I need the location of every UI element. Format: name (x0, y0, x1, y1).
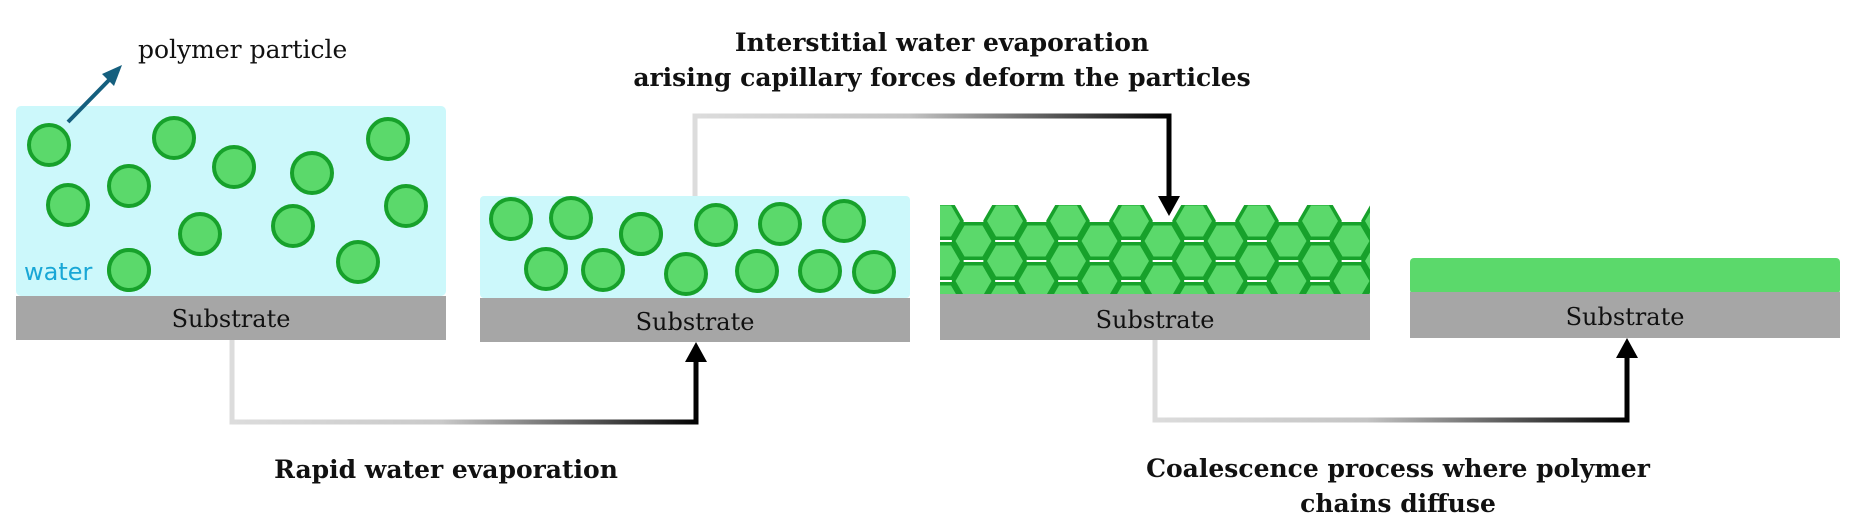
deformed-particle (1235, 205, 1279, 241)
substrate-label: Substrate (172, 305, 291, 333)
substrate-label: Substrate (636, 308, 755, 336)
deformed-particle (1112, 281, 1150, 295)
deformed-particle (1298, 205, 1342, 241)
particles-stage-1 (27, 116, 428, 292)
polymer-particle (758, 202, 802, 246)
deformed-particle (951, 261, 996, 295)
deformed-particle (1361, 205, 1370, 237)
deformed-particle (951, 221, 996, 261)
step-2-caption-line-1: Interstitial water evaporation (735, 28, 1149, 57)
deformed-particle (1140, 261, 1185, 295)
polymer-particle (178, 212, 222, 256)
polymer-particle (212, 145, 256, 189)
polymer-particle (366, 117, 410, 161)
deformed-particle (1175, 281, 1213, 295)
step-3-caption-line-1: Coalescence process where polymer (1146, 454, 1651, 483)
deformed-particle (1298, 241, 1342, 281)
deformed-particle (1329, 261, 1370, 295)
polymer-particle (852, 250, 896, 294)
arrow-step-1-head (685, 342, 707, 362)
substrate (480, 298, 910, 342)
polymer-film (1410, 258, 1840, 294)
deformed-particle (1266, 221, 1311, 261)
arrow-step-3-line (1152, 340, 1630, 423)
polymer-particle (664, 252, 708, 296)
deformed-particle (1049, 281, 1087, 295)
polymer-particle (489, 197, 533, 241)
polymer-particle (152, 116, 196, 160)
deformed-particle (1014, 221, 1059, 261)
polymer-particle (798, 249, 842, 293)
substrate-label: Substrate (1566, 303, 1685, 331)
deformed-particle (1046, 205, 1090, 241)
polymer-particle (549, 196, 593, 240)
polymer-particle (107, 164, 151, 208)
polymer-particle (27, 123, 71, 167)
deformed-particle (983, 241, 1027, 281)
deformed-particle (986, 281, 1024, 295)
deformed-particle (1301, 281, 1339, 295)
stage-4-film: Substrate (1410, 258, 1840, 338)
deformed-particle (1109, 205, 1153, 241)
deformed-particle (940, 281, 961, 295)
deformed-particle (1203, 261, 1248, 295)
polymer-particle (524, 247, 568, 291)
arrow-step-3 (1152, 338, 1638, 423)
deformed-particle (1235, 241, 1279, 281)
water-layer (16, 106, 446, 296)
deformed-particle (1361, 245, 1370, 277)
pointer-arrow-line (66, 75, 114, 124)
particles-stage-2 (489, 196, 896, 296)
polymer-particle (619, 212, 663, 256)
water-label: water (24, 258, 93, 286)
deformed-particle (1172, 241, 1216, 281)
deformed-particle (940, 241, 964, 281)
substrate (16, 296, 446, 340)
stage-1-dispersion: water Substrate (16, 106, 446, 340)
deformed-particle (1014, 261, 1059, 295)
arrow-step-2-head (1158, 196, 1180, 216)
deformed-particle (940, 205, 964, 241)
stage-3-deformed: Substrate (940, 205, 1370, 340)
polymer-particle (271, 204, 315, 248)
step-1-caption: Rapid water evaporation (274, 455, 618, 484)
arrow-step-1 (229, 340, 707, 425)
substrate (940, 294, 1370, 340)
deformed-particle (983, 205, 1027, 241)
deformed-particle (1046, 241, 1090, 281)
polymer-particle (336, 240, 380, 284)
deformed-particle (1109, 241, 1153, 281)
arrow-step-2 (692, 113, 1180, 216)
arrow-step-2-line (692, 113, 1172, 204)
polymer-particle (46, 183, 90, 227)
polymer-particle (107, 248, 151, 292)
deformed-particle (1364, 285, 1370, 295)
deformed-particle (1077, 261, 1122, 295)
deformed-particle (1203, 221, 1248, 261)
polymer-particle (290, 151, 334, 195)
substrate (1410, 292, 1840, 338)
stage-2-concentrated: Substrate (480, 196, 910, 342)
arrow-step-3-head (1616, 338, 1638, 358)
pointer-arrow-head (102, 65, 122, 86)
substrate-label: Substrate (1096, 306, 1215, 334)
arrow-step-1-line (229, 340, 699, 425)
deformed-particle (1238, 281, 1276, 295)
deformed-particle (1266, 261, 1311, 295)
deformed-particles (940, 205, 1370, 295)
polymer-particle (581, 248, 625, 292)
deformed-particle (1140, 221, 1185, 261)
step-3-caption-line-2: chains diffuse (1300, 489, 1496, 518)
polymer-particle-pointer: polymer particle (66, 35, 347, 124)
deformed-particle (1172, 205, 1216, 241)
step-2-caption-line-2: arising capillary forces deform the part… (633, 63, 1250, 92)
polymer-particle (735, 249, 779, 293)
deformed-particle (1329, 221, 1370, 261)
deformed-particle (1077, 221, 1122, 261)
polymer-particle (694, 203, 738, 247)
polymer-particle-label: polymer particle (138, 35, 347, 64)
polymer-particle (822, 199, 866, 243)
polymer-particle (384, 184, 428, 228)
